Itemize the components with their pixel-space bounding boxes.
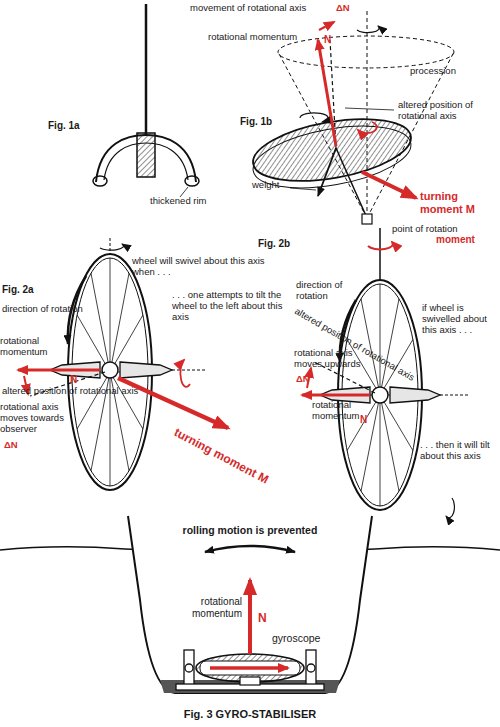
fig3-ship-part — [185, 664, 193, 672]
fig1b-vectors-part — [362, 172, 416, 198]
annotation-label: rolling motion is prevented — [170, 524, 330, 536]
fig2a-vectors-part — [18, 369, 100, 372]
fig2b-vectors-part — [302, 394, 370, 397]
annotation-label: point of rotation — [392, 224, 458, 235]
vector-label: turning moment M — [172, 426, 293, 499]
annotation-label: procession — [410, 66, 482, 77]
annotation-label: rotational momentum — [0, 336, 68, 358]
fig3-ship-part — [240, 677, 260, 685]
fig1b-precessing-top-part — [278, 36, 454, 68]
fig2a-wheel — [30, 238, 205, 490]
part-label: gyroscope — [272, 632, 352, 644]
fig1b-precessing-top-part — [345, 108, 394, 110]
fig1b-vectors-part — [358, 122, 377, 133]
fig1b-precessing-top-part — [362, 214, 372, 224]
fig2b-wheel-part — [446, 498, 454, 518]
fig1b-vectors-part — [318, 40, 336, 146]
vector-label: ΔN — [336, 3, 366, 14]
fig2b-wheel-part — [379, 228, 381, 280]
annotation-label: rotational axis moves upwards — [294, 348, 364, 370]
figure-label: Fig. 1b — [240, 116, 290, 128]
annotation-label: wheel will swivel about this axis when .… — [132, 256, 272, 278]
fig1b-precessing-top-part — [318, 148, 336, 196]
fig1b-precessing-top-part — [367, 8, 368, 218]
fig3-ship-part — [306, 650, 316, 686]
figure-label: Fig. 1a — [48, 120, 108, 132]
annotation-label: direction of rotation — [296, 280, 360, 302]
fig2a-wheel-part — [102, 362, 118, 378]
fig2a-wheel-part — [172, 370, 205, 371]
fig2b-wheel-part — [440, 395, 470, 396]
vector-label: ΔN — [296, 374, 326, 385]
fig2a-wheel-part — [100, 244, 124, 250]
fig1a-flywheel-part — [185, 176, 199, 186]
annotation-label: rotational momentum — [312, 400, 368, 422]
fig1b-precessing-top-part — [300, 113, 328, 122]
fig2b-vectors-part — [368, 242, 393, 249]
vector-label: N — [258, 612, 274, 626]
annotation-label: . . . one attempts to tilt the wheel to … — [172, 290, 294, 323]
annotation-label: rotational momentum — [208, 32, 316, 43]
fig1a-flywheel — [93, 4, 199, 197]
vector-label: turning moment M — [420, 190, 498, 215]
part-label: thickened rim — [150, 196, 230, 207]
vector-label: N — [360, 414, 374, 426]
annotation-label: altered position of rotational axis — [398, 100, 494, 122]
fig1b-precessing-top-part — [290, 188, 316, 190]
fig1b-vectors-part — [319, 22, 334, 30]
annotation-label: rotational axis moves towards observer — [0, 402, 80, 435]
vector-label: ΔN — [4, 440, 34, 451]
fig3-ship — [0, 516, 500, 693]
figure-caption: Fig. 3 GYRO-STABILISER — [100, 708, 400, 721]
fig1a-flywheel-part — [145, 4, 148, 134]
vector-label: N — [324, 34, 338, 46]
vector-label: moment — [436, 234, 498, 246]
annotation-label: rotational momentum — [150, 596, 242, 619]
fig2a-wheel-part — [110, 238, 111, 254]
fig2a-wheel-part — [120, 362, 172, 378]
annotation-label: altered position of rotational axis — [2, 386, 182, 397]
fig3-ship-part — [307, 664, 315, 672]
fig1b-precessing-top-part — [336, 148, 367, 218]
fig3-vectors-part — [248, 580, 252, 654]
fig2b-wheel-part — [390, 387, 440, 403]
fig3-ship-part — [200, 661, 300, 675]
fig1a-flywheel-part — [93, 176, 107, 186]
fig2b-wheel-part — [372, 387, 388, 403]
fig3-vectors-part — [210, 666, 288, 670]
fig1a-flywheel-part — [137, 133, 155, 177]
fig3-ship-part — [128, 516, 372, 693]
fig3-ship-part — [205, 546, 295, 552]
annotation-label: weight — [252, 180, 292, 191]
vector-label: N — [70, 374, 84, 386]
fig3-ship-part — [184, 650, 194, 686]
figure-label: Fig. 2b — [258, 238, 308, 250]
fig1b-precessing-top-part — [357, 26, 379, 33]
figure-label: Fig. 2a — [2, 284, 52, 296]
annotation-label: movement of rotational axis — [190, 3, 332, 14]
fig2a-vectors-part — [180, 360, 190, 387]
annotation-label: direction of rotation — [2, 304, 112, 315]
fig3-vectors — [210, 580, 288, 668]
annotation-label: if wheel is swivelled about this axis . … — [422, 303, 500, 336]
annotation-label: . . . then it will tilt about this axis — [420, 440, 496, 462]
